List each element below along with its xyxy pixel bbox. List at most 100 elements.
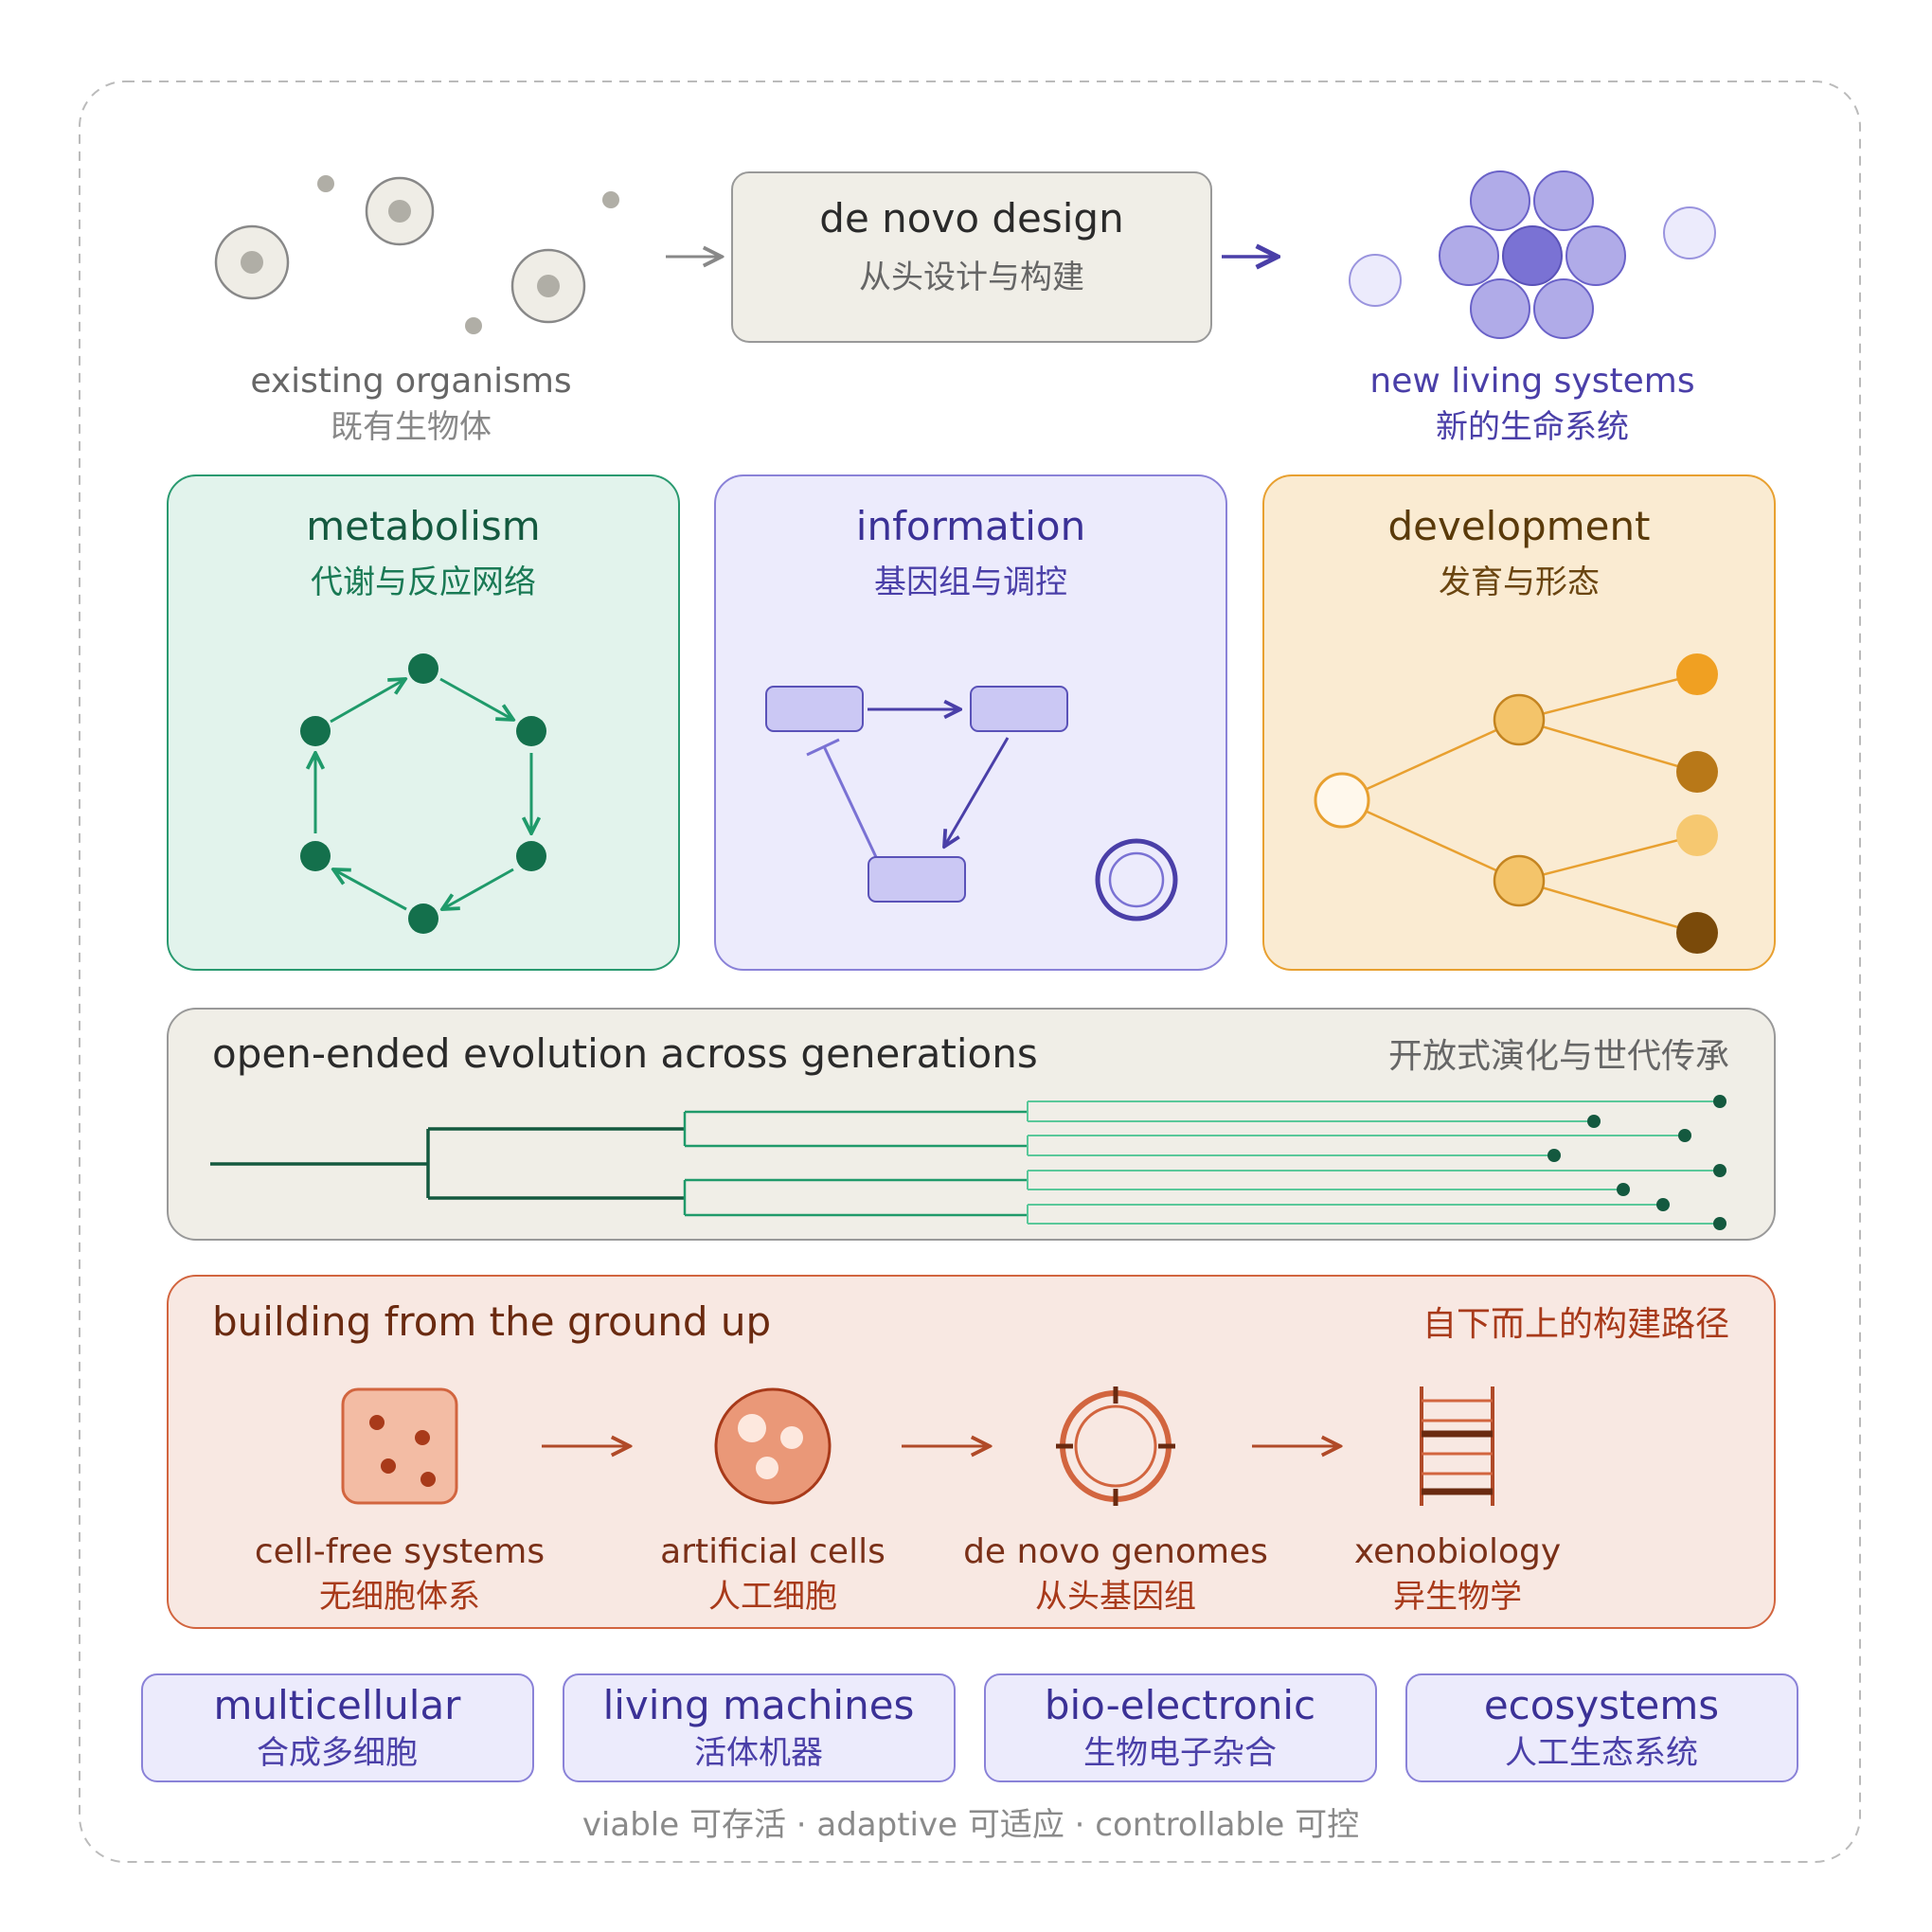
new-living-systems-zh: 新的生命系统 xyxy=(1436,408,1629,446)
gene-node xyxy=(970,686,1068,732)
application-card-bg xyxy=(984,1673,1377,1782)
xna-ladder-icon xyxy=(1420,1386,1494,1506)
development-subtitle: 发育与形态 xyxy=(1439,564,1600,601)
cycle-arrow xyxy=(333,869,407,911)
cluster-center-cell xyxy=(1502,225,1563,286)
new-living-systems-label: new living systems xyxy=(1369,362,1694,401)
metabolite-node xyxy=(300,716,331,746)
lineage-branch xyxy=(1518,833,1698,883)
application-title: ecosystems xyxy=(1484,1682,1719,1728)
application-card-bio-electronic: bio-electronic 生物电子杂合 xyxy=(984,1673,1377,1782)
cycle-arrow xyxy=(330,679,405,724)
evolution-panel: open-ended evolution across generations … xyxy=(167,1008,1776,1241)
cell-free-icon xyxy=(341,1387,458,1505)
organism-particle xyxy=(465,317,482,334)
application-card-bg xyxy=(563,1673,956,1782)
vesicle-dot xyxy=(738,1414,766,1442)
stage-label: cell-free systems xyxy=(255,1532,545,1571)
application-title: living machines xyxy=(603,1682,915,1728)
application-subtitle: 生物电子杂合 xyxy=(1083,1734,1277,1772)
organism-particle xyxy=(602,191,619,208)
development-title: development xyxy=(1387,503,1650,549)
application-title: bio-electronic xyxy=(1045,1682,1315,1728)
information-subtitle: 基因组与调控 xyxy=(874,564,1067,601)
application-card-bg xyxy=(141,1673,534,1782)
cluster-cell xyxy=(1533,278,1594,339)
organism-nucleus xyxy=(537,275,560,297)
application-title: multicellular xyxy=(214,1682,462,1728)
lineage-branch xyxy=(1341,718,1520,802)
outer-frame xyxy=(79,80,1861,1863)
application-card-ecosystems: ecosystems 人工生态系统 xyxy=(1405,1673,1798,1782)
gene-node xyxy=(765,686,864,732)
molecule-dot xyxy=(420,1472,436,1487)
progenitor-cell xyxy=(1314,772,1370,829)
organism-particle xyxy=(317,175,334,192)
gene-node xyxy=(868,856,966,903)
metabolite-node xyxy=(516,716,546,746)
cluster-cell xyxy=(1470,170,1530,231)
application-subtitle: 合成多细胞 xyxy=(257,1734,418,1772)
cluster-cell xyxy=(1439,225,1499,286)
descendant-tip xyxy=(1713,1095,1726,1108)
information-panel: information 基因组与调控 xyxy=(714,474,1227,971)
descendant-tip xyxy=(1678,1129,1691,1142)
cell-small xyxy=(1349,254,1402,307)
application-subtitle: 活体机器 xyxy=(694,1734,823,1772)
organism-nucleus xyxy=(388,200,411,223)
cycle-arrow xyxy=(442,868,514,909)
building-subtitle: 自下而上的构建路径 xyxy=(1422,1305,1729,1344)
application-card-living-machines: living machines 活体机器 xyxy=(563,1673,956,1782)
descendant-tip xyxy=(1587,1115,1601,1128)
cycle-arrow xyxy=(439,677,513,720)
metabolite-node xyxy=(300,841,331,871)
footer-criteria: viable 可存活 · adaptive 可适应 · controllable… xyxy=(582,1806,1359,1844)
application-subtitle: 人工生态系统 xyxy=(1505,1734,1698,1772)
metabolite-node xyxy=(408,653,438,684)
design-box-bg xyxy=(731,171,1212,343)
metabolism-subtitle: 代谢与反应网络 xyxy=(311,564,536,601)
metabolism-panel: metabolism 代谢与反应网络 xyxy=(167,474,680,971)
development-panel: development 发育与形态 xyxy=(1262,474,1776,971)
intermediate-cell xyxy=(1493,693,1546,746)
descendant-tip xyxy=(1617,1183,1630,1196)
descendant-tip xyxy=(1713,1164,1726,1177)
design-box: de novo design 从头设计与构建 xyxy=(731,171,1212,343)
information-title: information xyxy=(856,503,1085,549)
new-living-systems-group: new living systems 新的生命系统 xyxy=(1349,170,1716,446)
application-card-multicellular: multicellular 合成多细胞 xyxy=(141,1673,534,1782)
repression-line xyxy=(822,745,878,858)
design-title: de novo design xyxy=(819,195,1123,242)
metabolism-title: metabolism xyxy=(306,503,540,549)
existing-organisms-group: existing organisms 既有生物体 xyxy=(214,175,619,446)
metabolite-node xyxy=(516,841,546,871)
descendant-tip xyxy=(1547,1149,1561,1162)
existing-organisms-zh: 既有生物体 xyxy=(331,408,492,446)
differentiated-cell xyxy=(1676,653,1718,695)
building-panel: building from the ground up 自下而上的构建路径 ce… xyxy=(167,1275,1776,1629)
plasmid-icon xyxy=(1095,838,1178,921)
vesicle-dot xyxy=(780,1426,803,1449)
lineage-branch xyxy=(1518,718,1698,774)
descendant-tip xyxy=(1713,1217,1726,1230)
metabolism-panel-bg xyxy=(167,474,680,971)
application-card-bg xyxy=(1405,1673,1798,1782)
differentiated-cell xyxy=(1676,751,1718,793)
design-subtitle: 从头设计与构建 xyxy=(859,259,1084,296)
differentiated-cell xyxy=(1676,814,1718,856)
cell-small xyxy=(1663,206,1716,259)
intermediate-cell xyxy=(1493,854,1546,907)
evolution-panel-bg xyxy=(167,1008,1776,1241)
artificial-cell-icon xyxy=(714,1387,832,1505)
stage-label: xenobiology xyxy=(1354,1532,1561,1571)
stage-label-zh: 从头基因组 xyxy=(1035,1578,1196,1616)
molecule-dot xyxy=(415,1430,430,1445)
cluster-cell xyxy=(1470,278,1530,339)
molecule-dot xyxy=(369,1415,385,1430)
plasmid-inner-icon xyxy=(1108,851,1165,908)
genome-ring-inner xyxy=(1074,1404,1157,1488)
existing-organisms-label: existing organisms xyxy=(250,362,571,401)
cluster-cell xyxy=(1533,170,1594,231)
organism-nucleus xyxy=(241,251,263,274)
